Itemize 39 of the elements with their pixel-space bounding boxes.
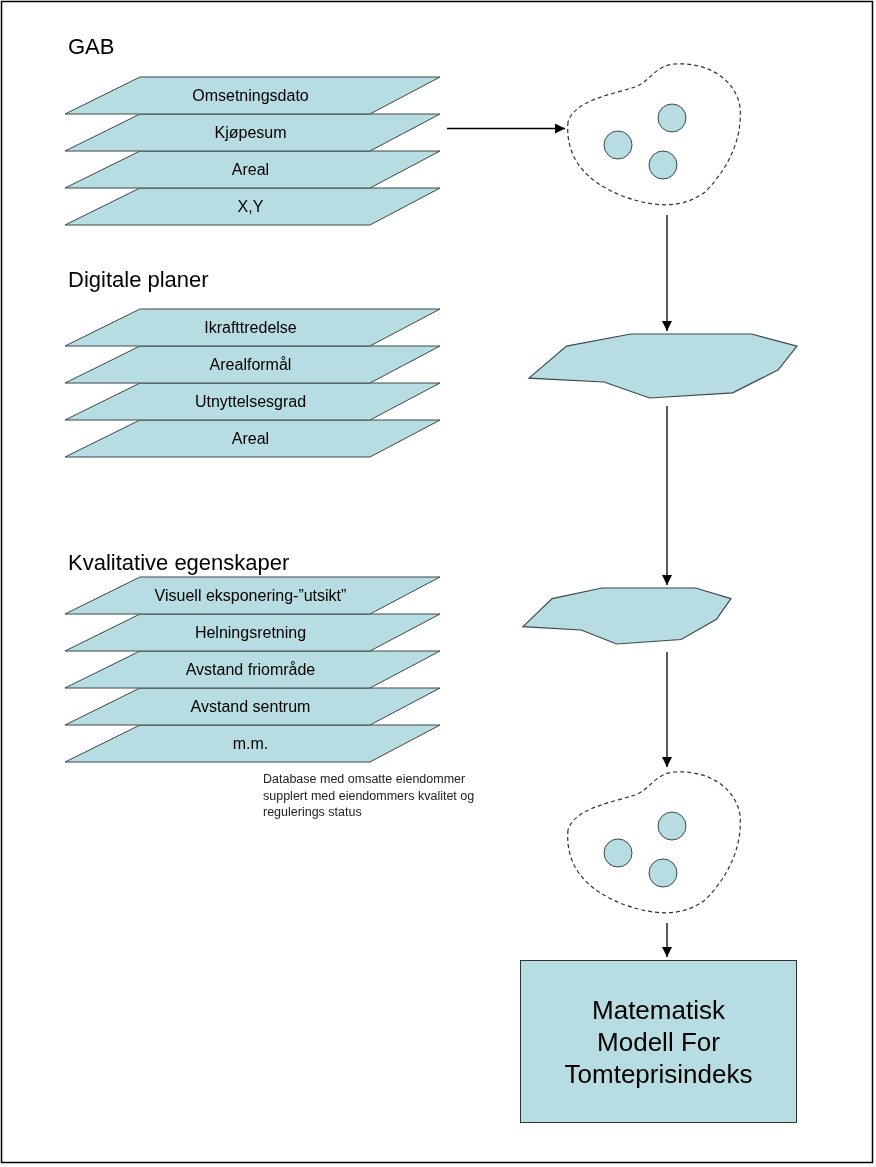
- arrow: [662, 214, 672, 332]
- box-label: Matematisk Modell For Tomteprisindeks: [564, 993, 753, 1090]
- section-heading: Digitale planer: [68, 267, 209, 293]
- layer-plane: [65, 114, 440, 151]
- layer-plane: [65, 383, 440, 420]
- layer-plane: [65, 188, 440, 225]
- layer-plane: [65, 577, 440, 614]
- area-polygon: [523, 588, 731, 644]
- layer-label: Arealformål: [209, 355, 292, 374]
- section-heading: GAB: [68, 34, 115, 60]
- caption-text: Database med omsatte eiendommer supplert med eiendommers kvalitet og regulerings status: [263, 771, 476, 821]
- arrow: [446, 123, 566, 134]
- model-box: [520, 960, 797, 1123]
- layer-label: Omsetningsdato: [192, 86, 309, 105]
- layer-label: Kjøpesum: [214, 123, 287, 142]
- layer-label: Helningsretning: [194, 623, 307, 642]
- layer-plane: [65, 346, 440, 383]
- layer-plane: [65, 688, 440, 725]
- layer-plane: [65, 77, 440, 114]
- layer-plane: [65, 420, 440, 457]
- layer-label: Utnyttelsesgrad: [194, 392, 307, 411]
- layer-plane: [65, 614, 440, 651]
- layer-plane: [65, 309, 440, 346]
- layer-label: m.m.: [232, 734, 269, 753]
- layer-label: Avstand sentrum: [190, 697, 311, 716]
- layer-label: Areal: [231, 429, 270, 448]
- layer-plane: [65, 725, 440, 762]
- layer-label: Avstand friområde: [185, 660, 316, 679]
- layer-plane: [65, 151, 440, 188]
- layer-label: X,Y: [237, 197, 264, 216]
- layer-label: Ikrafttredelse: [204, 318, 297, 337]
- section-heading: Kvalitative egenskaper: [68, 550, 290, 576]
- arrow: [662, 922, 672, 958]
- layer-plane: [65, 651, 440, 688]
- arrow: [662, 405, 672, 586]
- arrow: [662, 651, 672, 768]
- layer-label: Areal: [231, 160, 270, 179]
- area-polygon: [529, 334, 797, 398]
- layer-label: Visuell eksponering-”utsikt”: [154, 586, 347, 605]
